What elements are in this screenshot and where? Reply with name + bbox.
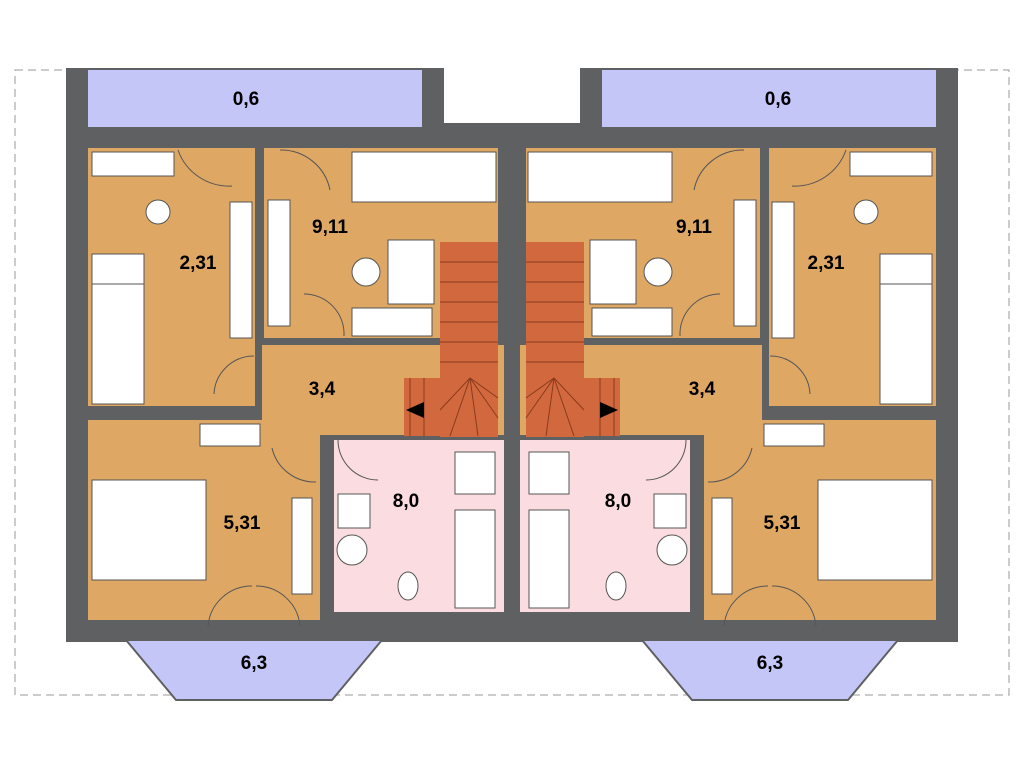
area-label-balcony-top: 0,6 [233, 89, 259, 110]
staircase [404, 242, 499, 437]
furniture [91, 151, 497, 609]
unit-right [445, 66, 958, 701]
area-label-balcony-top: 0,6 [765, 89, 791, 110]
stair-flight [526, 242, 584, 437]
stair-arrow [600, 402, 618, 418]
stair-arrow [406, 402, 424, 418]
area-label-hall: 3,4 [309, 379, 336, 400]
area-label-bedroom-b: 5,31 [224, 513, 261, 534]
area-label-bay-balcony: 6,3 [757, 653, 783, 674]
bay-balcony [123, 639, 385, 701]
door-swings [177, 149, 379, 627]
wall-notch [445, 66, 580, 123]
area-label-bathroom: 8,0 [393, 491, 419, 512]
unit-right-labels: 0,6 2,31 9,11 3,4 5,31 8,0 6,3 [605, 89, 845, 674]
staircase [525, 242, 620, 437]
area-label-hall: 3,4 [689, 379, 716, 400]
area-label-bay-balcony: 6,3 [241, 653, 267, 674]
furniture [527, 151, 933, 609]
area-label-study: 9,11 [676, 217, 712, 238]
door-swings [645, 149, 847, 627]
area-label-bedroom-b: 5,31 [764, 513, 801, 534]
unit-left: 0,6 2,31 9,11 3,4 5,31 8,0 6,3 [66, 66, 579, 701]
balcony-top [88, 70, 422, 127]
balcony-top [602, 70, 936, 127]
area-label-study: 9,11 [312, 217, 348, 238]
stair-flight [440, 242, 498, 437]
area-label-bathroom: 8,0 [605, 491, 631, 512]
area-label-bedroom-a: 2,31 [808, 253, 845, 274]
bay-balcony [639, 639, 901, 701]
area-label-bedroom-a: 2,31 [180, 253, 217, 274]
